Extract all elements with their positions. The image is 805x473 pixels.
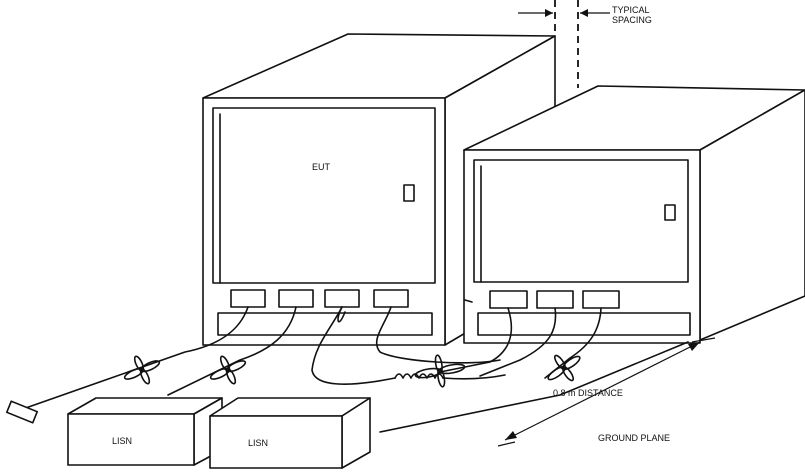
ground-plane-label: GROUND PLANE: [598, 433, 670, 443]
typical-spacing-label: TYPICAL: [612, 5, 650, 15]
distance-dimension: 0.8 m DISTANCE: [497, 337, 716, 447]
second-cabinet: [463, 85, 805, 344]
ferrite-icon: [547, 354, 581, 382]
distance-label: 0.8 m DISTANCE: [553, 388, 623, 398]
typical-spacing-label-2: SPACING: [612, 15, 652, 25]
lisn-box-left: LISN: [67, 397, 223, 466]
eut-label: EUT: [312, 162, 331, 172]
typical-spacing-marker: TYPICAL SPACING: [518, 0, 652, 88]
ferrite-symbols: [123, 354, 581, 388]
ferrite-icon: [209, 355, 247, 385]
cabinet-door-handle-icon: [664, 204, 676, 221]
ferrite-icon: [123, 355, 161, 385]
cables: [19, 299, 689, 433]
lisn-label-left: LISN: [112, 436, 132, 446]
eut-door-handle-icon: [403, 184, 415, 202]
lisn-label-right: LISN: [248, 438, 268, 448]
ferrite-icon: [414, 354, 466, 388]
lisn-box-right: LISN: [209, 397, 371, 469]
plug-icon: [5, 400, 39, 424]
